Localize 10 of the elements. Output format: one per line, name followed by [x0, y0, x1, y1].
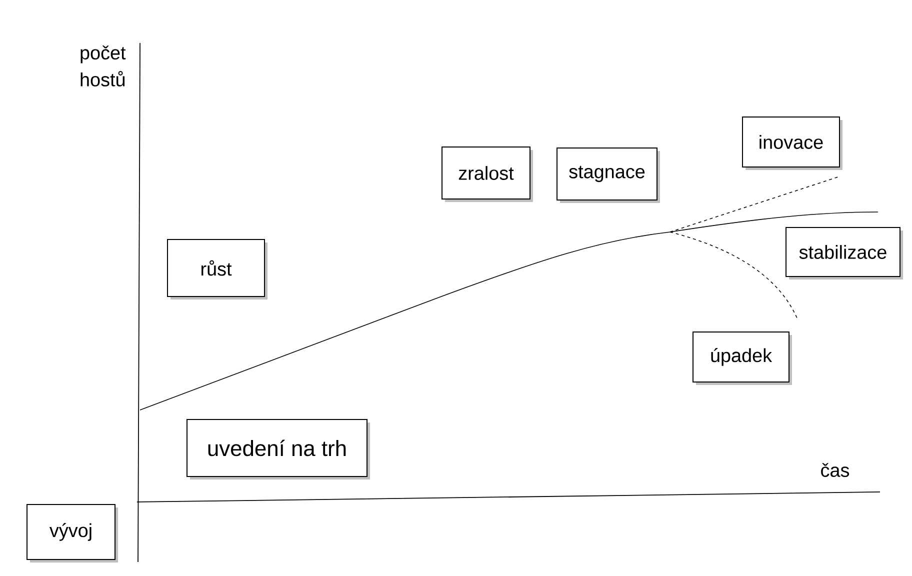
stage-box: inovace — [742, 116, 842, 170]
stage-box: úpadek — [692, 331, 792, 385]
stage-box: zralost — [442, 146, 533, 202]
stage-box: stagnace — [556, 147, 660, 203]
stage-box: vývoj — [26, 504, 118, 562]
stage-box: stabilizace — [786, 226, 903, 280]
axis-label: čas — [821, 463, 850, 477]
stage-box: růst — [167, 238, 268, 300]
stage-box: uvedení na trh — [186, 418, 370, 480]
axis-label: počet hostů — [80, 46, 126, 86]
